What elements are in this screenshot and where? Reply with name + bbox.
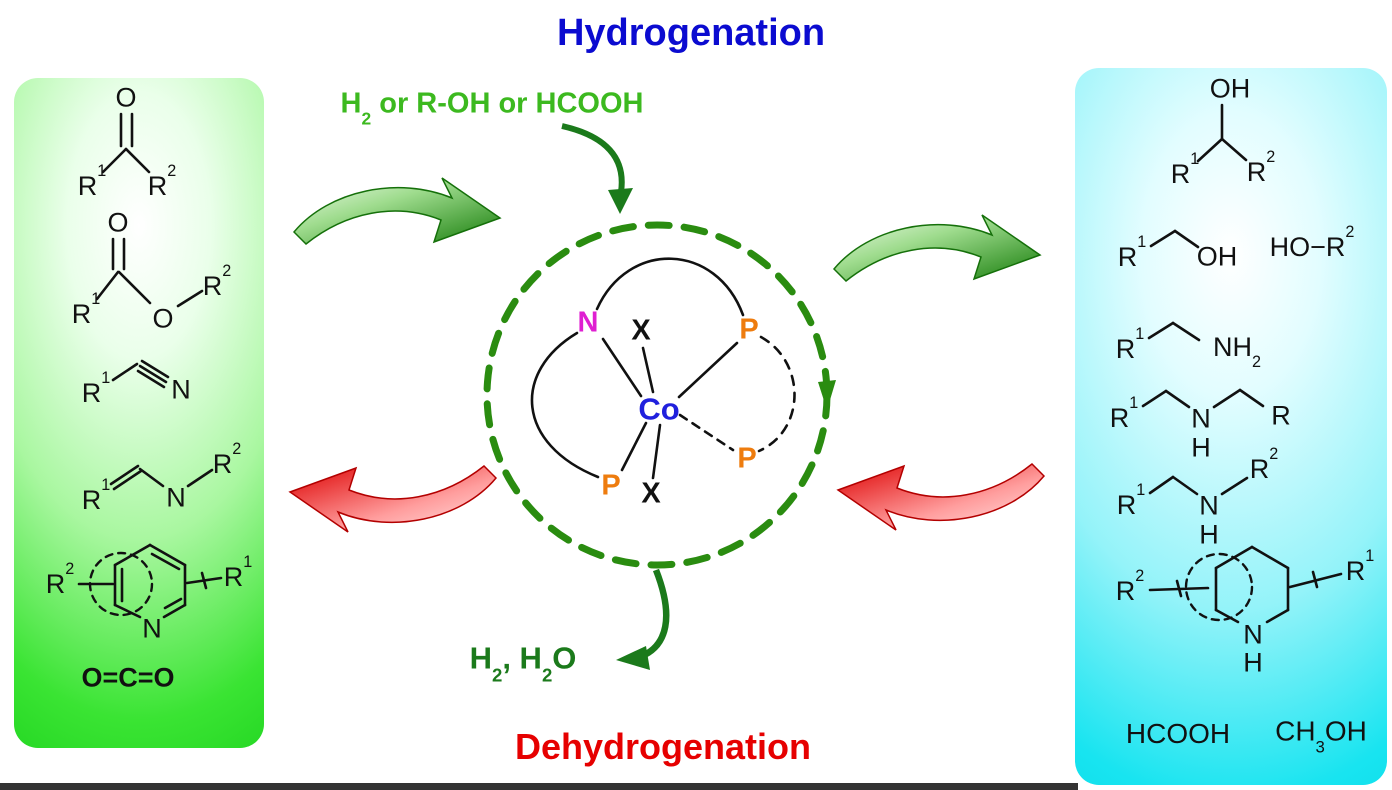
imine-r2-label: R2 xyxy=(212,440,242,479)
n-p-left-backbone-arc xyxy=(530,331,600,479)
primary-alcohol-structure xyxy=(1149,229,1200,249)
second-alcohol-ho-r2-label: HO−R2 xyxy=(1269,223,1355,262)
ketone-r1-label: R1 xyxy=(77,162,107,201)
byproducts-arrowhead xyxy=(616,646,650,670)
secondary-amine-r1-label: R1 xyxy=(1109,394,1139,433)
cycle-direction-arrowhead xyxy=(818,380,836,410)
secondary-amine-structure xyxy=(1141,388,1265,409)
heteroarene-n-label: N xyxy=(142,613,162,644)
x-ligand-bottom-label: X xyxy=(641,477,661,510)
cobalt-label: Co xyxy=(638,391,680,427)
methanol-label: CH3OH xyxy=(1275,715,1367,756)
dehydrogenation-arrow-left xyxy=(289,465,497,533)
cyclic-amine-structure xyxy=(1148,545,1343,624)
secondary-amine-h-label: H xyxy=(1191,432,1211,463)
cyclic-amine-r1-label: R1 xyxy=(1345,547,1375,586)
imine-r1-label: R1 xyxy=(81,476,111,515)
phosphorus-top-label: P xyxy=(739,313,759,346)
primary-amine-nh2-label: NH2 xyxy=(1212,332,1262,372)
x-ligand-top-label: X xyxy=(631,314,651,347)
secondary-alcohol-r2-label: R2 xyxy=(1246,148,1276,187)
phosphorus-right-label: P xyxy=(737,442,757,475)
cyclic-amine-r2-label: R2 xyxy=(1115,567,1145,606)
hydrogenation-arrow-right xyxy=(833,214,1041,282)
substrates-panel xyxy=(14,78,264,748)
cyclic-amine-n-label: N xyxy=(1243,619,1263,650)
heteroarene-r1-label: R1 xyxy=(223,553,253,592)
primary-amine-r1-label: R1 xyxy=(1115,325,1145,364)
ester-structure xyxy=(95,237,204,308)
primary-alcohol-oh-label: OH xyxy=(1196,241,1238,272)
co-x-top-bond xyxy=(641,346,655,394)
ester-o-label: O xyxy=(152,303,174,334)
ester-r1-label: R1 xyxy=(71,290,101,329)
formic-acid-label: HCOOH xyxy=(1125,718,1231,749)
nitrile-n-label: N xyxy=(171,374,191,405)
phosphorus-left-label: P xyxy=(601,469,621,502)
secondary-alcohol-r1-label: R1 xyxy=(1170,150,1200,189)
imine-structure xyxy=(109,464,214,491)
hydrogenation-title: Hydrogenation xyxy=(556,12,826,54)
heteroarene-r2-label: R2 xyxy=(45,560,75,599)
byproducts-label: H2, H2O xyxy=(469,640,577,686)
co-p-left-bond xyxy=(620,421,648,472)
imine-n-label: N xyxy=(166,482,186,513)
cyclic-amine-h-label: H xyxy=(1243,647,1263,678)
conditions-label: H2 or R-OH or HCOOH xyxy=(340,87,644,129)
ketone-structure xyxy=(101,112,151,174)
co-n-bond xyxy=(601,337,643,398)
co-p-right-dashed-bond xyxy=(678,413,735,452)
byproducts-arrow xyxy=(616,568,670,670)
heteroarene-structure xyxy=(77,543,223,619)
dehydrogenation-arrow-right xyxy=(837,463,1045,531)
variable-position-circle xyxy=(88,551,154,617)
ester-r2-label: R2 xyxy=(202,262,232,301)
p-p-dashed-arc xyxy=(757,335,796,453)
variable-position-circle xyxy=(1184,552,1254,622)
nitrogen-donor-label: N xyxy=(577,306,599,339)
secondary-alcohol-structure xyxy=(1196,103,1248,163)
primary-alcohol-r1-label: R1 xyxy=(1117,233,1147,272)
primary-amine-structure xyxy=(1147,321,1201,342)
nitrile-structure xyxy=(111,359,170,389)
secondary-amine-n-label: N xyxy=(1191,403,1211,434)
bottom-crop-artifact xyxy=(0,783,1078,790)
co-x-bottom-bond xyxy=(651,423,662,480)
ketone-o-label: O xyxy=(115,82,137,113)
products-panel xyxy=(1075,68,1387,785)
secondary-alcohol-oh-label: OH xyxy=(1209,73,1251,104)
ester-carbonyl-o-label: O xyxy=(107,207,129,238)
n-p-backbone-arc xyxy=(595,257,745,317)
secondary-amine-r-label: R xyxy=(1271,400,1291,431)
n-substituted-amine-structure xyxy=(1148,475,1249,496)
hydrogenation-arrow-left xyxy=(293,177,501,245)
nitrile-r1-label: R1 xyxy=(81,369,111,408)
n-substituted-amine-h-label: H xyxy=(1199,519,1219,550)
conditions-arrow xyxy=(561,123,633,214)
dehydrogenation-title: Dehydrogenation xyxy=(514,726,812,767)
n-substituted-amine-r1-label: R1 xyxy=(1116,481,1146,520)
co-p-top-bond xyxy=(677,341,739,399)
carbon-dioxide-label: O=C=O xyxy=(81,662,175,693)
catalyst-structure xyxy=(530,257,796,480)
ketone-r2-label: R2 xyxy=(147,162,177,201)
n-substituted-amine-n-label: N xyxy=(1199,490,1219,521)
n-substituted-amine-r2-label: R2 xyxy=(1249,445,1279,484)
conditions-arrowhead xyxy=(608,188,633,214)
